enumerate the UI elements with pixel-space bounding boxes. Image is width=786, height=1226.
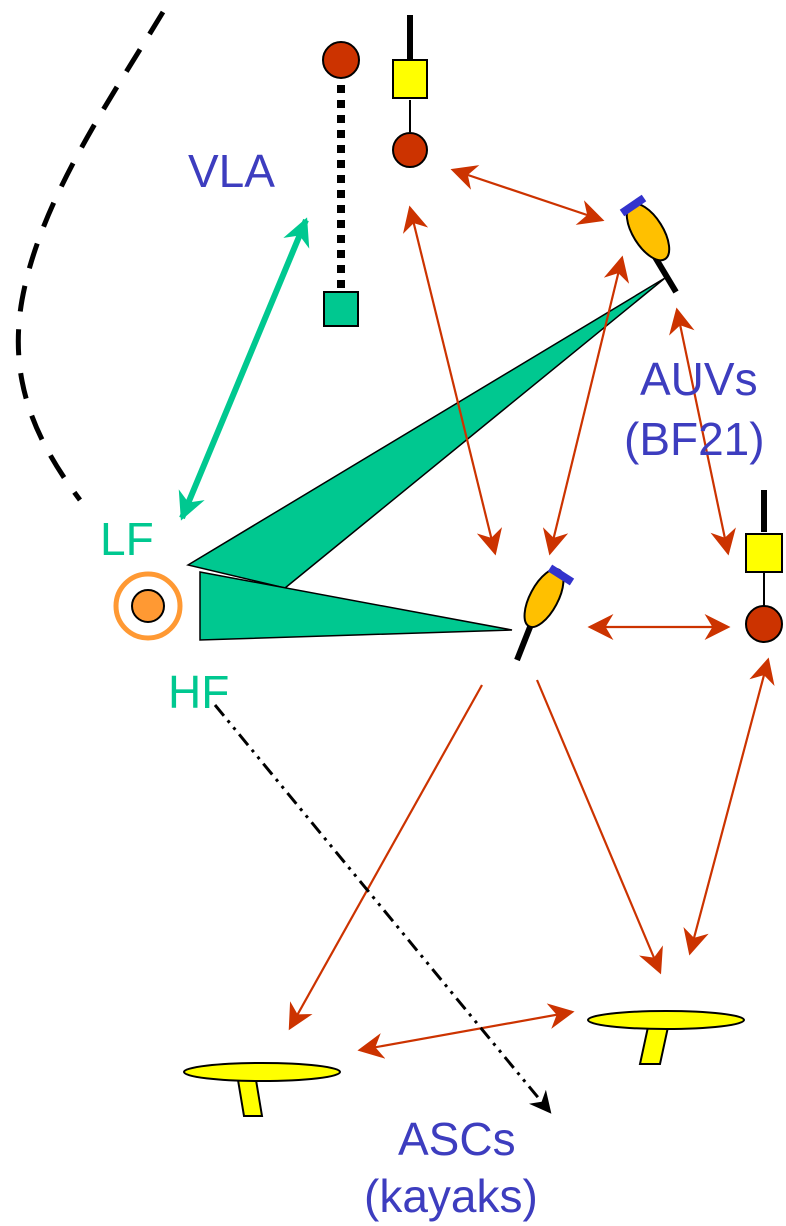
dashed-boundary-curve [15,10,166,502]
lf-label: LF [100,513,154,565]
acoustic-beam-lower [199,571,513,641]
auv-lower [514,564,575,662]
link-auv-lower-asc-left [288,684,483,1031]
link-mooring-auv-upper [450,165,605,225]
link-auv-upper-auv-lower [542,255,630,556]
auvs-label-line2: (BF21) [624,413,765,465]
hf-label: HF [168,666,229,718]
mooring-top [392,15,428,168]
link-auv-upper-mooring-right [669,307,736,556]
link-mooring-right-asc-right [683,657,775,956]
vla-label: VLA [188,145,275,197]
hf-dashdot-arrow [213,704,552,1114]
comm-links [288,165,775,1059]
auv-upper [619,194,679,294]
link-auv-lower-asc-right [535,679,663,975]
lf-link-arrow [178,217,310,521]
link-mooring-auv-lower [402,205,503,556]
link-asc-left-asc-right [357,1003,575,1059]
asc-right [587,1010,745,1065]
asc-left [183,1062,341,1117]
auvs-label-line1: AUVs [640,353,758,405]
mooring-right [745,490,783,643]
vla-bottom-node [323,291,359,327]
ascs-label-line1: ASCs [398,1113,516,1165]
ascs-label-line2: (kayaks) [364,1170,538,1222]
sound-source [113,571,183,641]
vla-top-node [322,41,360,79]
